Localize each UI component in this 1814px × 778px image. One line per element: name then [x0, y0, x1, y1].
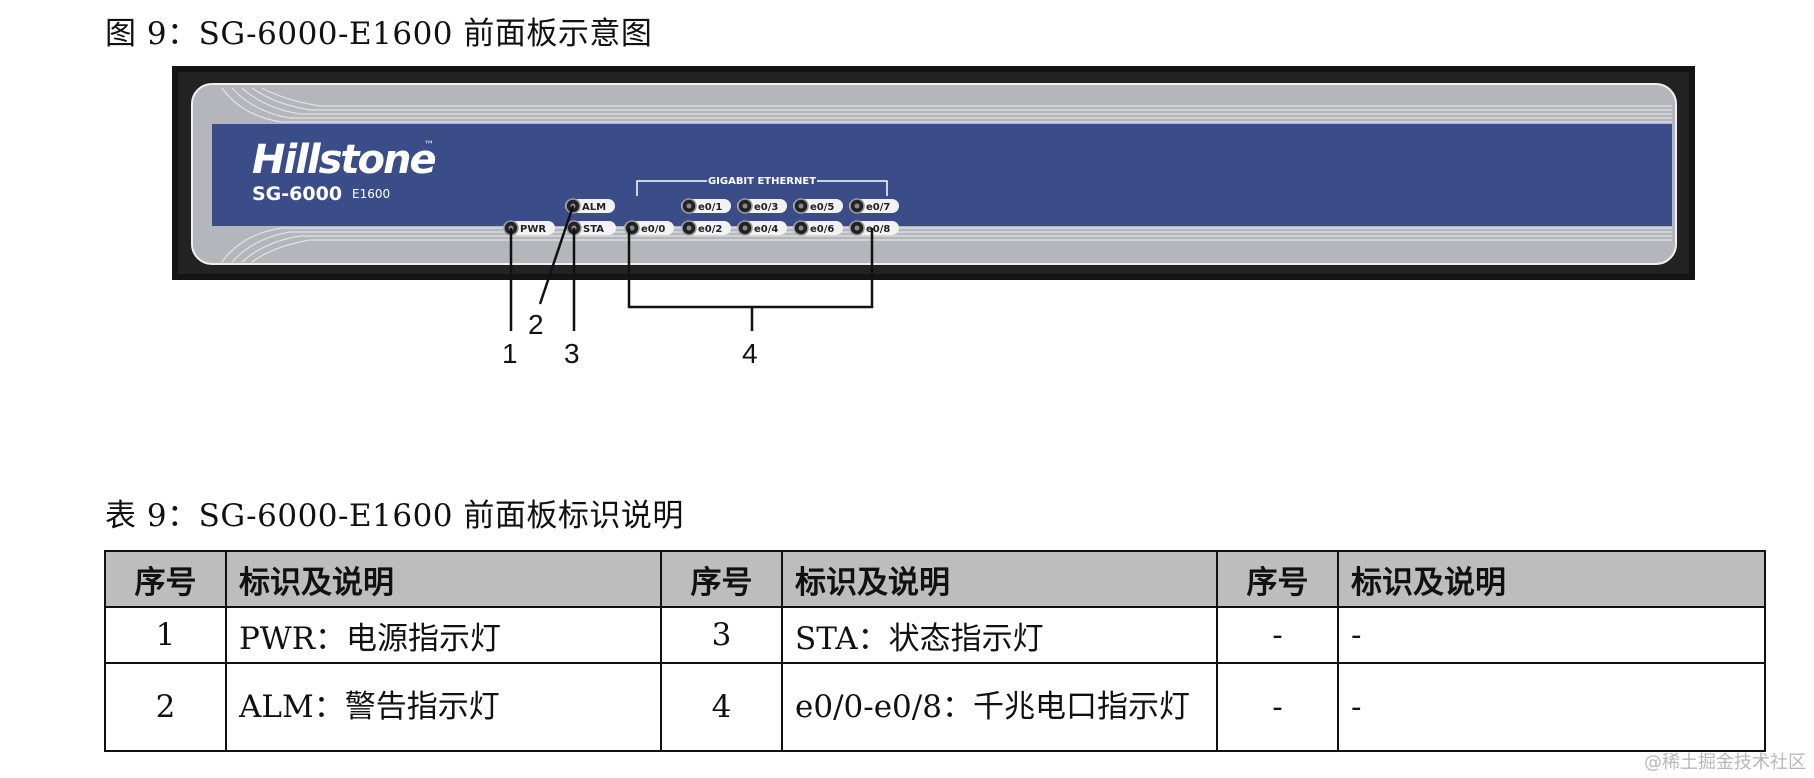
row-index: 4: [660, 662, 783, 752]
led-port-bottom: e0/8: [849, 220, 899, 236]
row-index: 3: [660, 606, 783, 664]
table-row: 2 ALM：警告指示灯 4 e0/0-e0/8：千兆电口指示灯 - -: [104, 662, 1766, 752]
callout-1: 1: [502, 338, 518, 366]
header-index-1: 序号: [104, 550, 227, 608]
brand-logo: Hillstone: [252, 137, 435, 183]
trademark-mark: ™: [424, 140, 434, 151]
row-description: -: [1337, 662, 1766, 752]
led-port-bottom-label: e0/0: [641, 224, 665, 235]
row-index: 1: [104, 606, 227, 664]
led-pwr: PWR: [503, 220, 555, 236]
row-description: STA：状态指示灯: [781, 606, 1218, 664]
device-front-panel: Hillstone ™ SG-6000 E1600 GIGABIT ETHERN…: [172, 66, 1695, 366]
gigabit-ethernet-label: GIGABIT ETHERNET: [708, 176, 816, 187]
led-port-top: e0/5: [793, 198, 843, 214]
header-desc-2: 标识及说明: [781, 550, 1218, 608]
led-port-top-label: e0/3: [754, 202, 778, 213]
led-port-bottom: e0/4: [737, 220, 787, 236]
watermark: @稀土掘金技术社区: [1644, 752, 1806, 773]
header-desc-3: 标识及说明: [1337, 550, 1766, 608]
led-alm: ALM: [565, 198, 615, 214]
led-port-top: e0/7: [849, 198, 899, 214]
table-header-row: 序号 标识及说明 序号 标识及说明 序号 标识及说明: [104, 550, 1766, 608]
led-port-top: e0/1: [681, 198, 731, 214]
front-panel-table: 序号 标识及说明 序号 标识及说明 序号 标识及说明 1 PWR：电源指示灯 3…: [104, 550, 1766, 752]
callout-3: 3: [564, 338, 580, 366]
callout-2: 2: [528, 309, 544, 340]
row-description: ALM：警告指示灯: [225, 662, 662, 752]
led-alm-label: ALM: [582, 202, 606, 213]
row-index: 2: [104, 662, 227, 752]
led-port-top-label: e0/7: [866, 202, 890, 213]
led-port-bottom-label: e0/6: [810, 224, 834, 235]
led-port-bottom-label: e0/2: [698, 224, 722, 235]
row-index: -: [1216, 606, 1339, 664]
submodel-label: E1600: [352, 187, 390, 201]
led-port-top-label: e0/5: [810, 202, 834, 213]
callout-4: 4: [742, 338, 758, 366]
led-port-bottom-label: e0/4: [754, 224, 778, 235]
model-label: SG-6000: [252, 183, 342, 205]
header-desc-1: 标识及说明: [225, 550, 662, 608]
led-port-bottom: e0/0: [624, 220, 674, 236]
led-port-bottom: e0/2: [681, 220, 731, 236]
led-port-top-label: e0/1: [698, 202, 722, 213]
led-port-bottom-label: e0/8: [866, 224, 890, 235]
led-port-bottom: e0/6: [793, 220, 843, 236]
led-port-top: e0/3: [737, 198, 787, 214]
header-index-2: 序号: [660, 550, 783, 608]
table-row: 1 PWR：电源指示灯 3 STA：状态指示灯 - -: [104, 606, 1766, 664]
row-index: -: [1216, 662, 1339, 752]
figure-caption: 图 9：SG-6000-E1600 前面板示意图: [105, 16, 653, 52]
table-caption: 表 9：SG-6000-E1600 前面板标识说明: [105, 498, 684, 534]
led-sta-label: STA: [583, 224, 604, 235]
row-description: -: [1337, 606, 1766, 664]
row-description: PWR：电源指示灯: [225, 606, 662, 664]
led-pwr-label: PWR: [520, 224, 546, 235]
header-index-3: 序号: [1216, 550, 1339, 608]
row-description: e0/0-e0/8：千兆电口指示灯: [781, 662, 1218, 752]
